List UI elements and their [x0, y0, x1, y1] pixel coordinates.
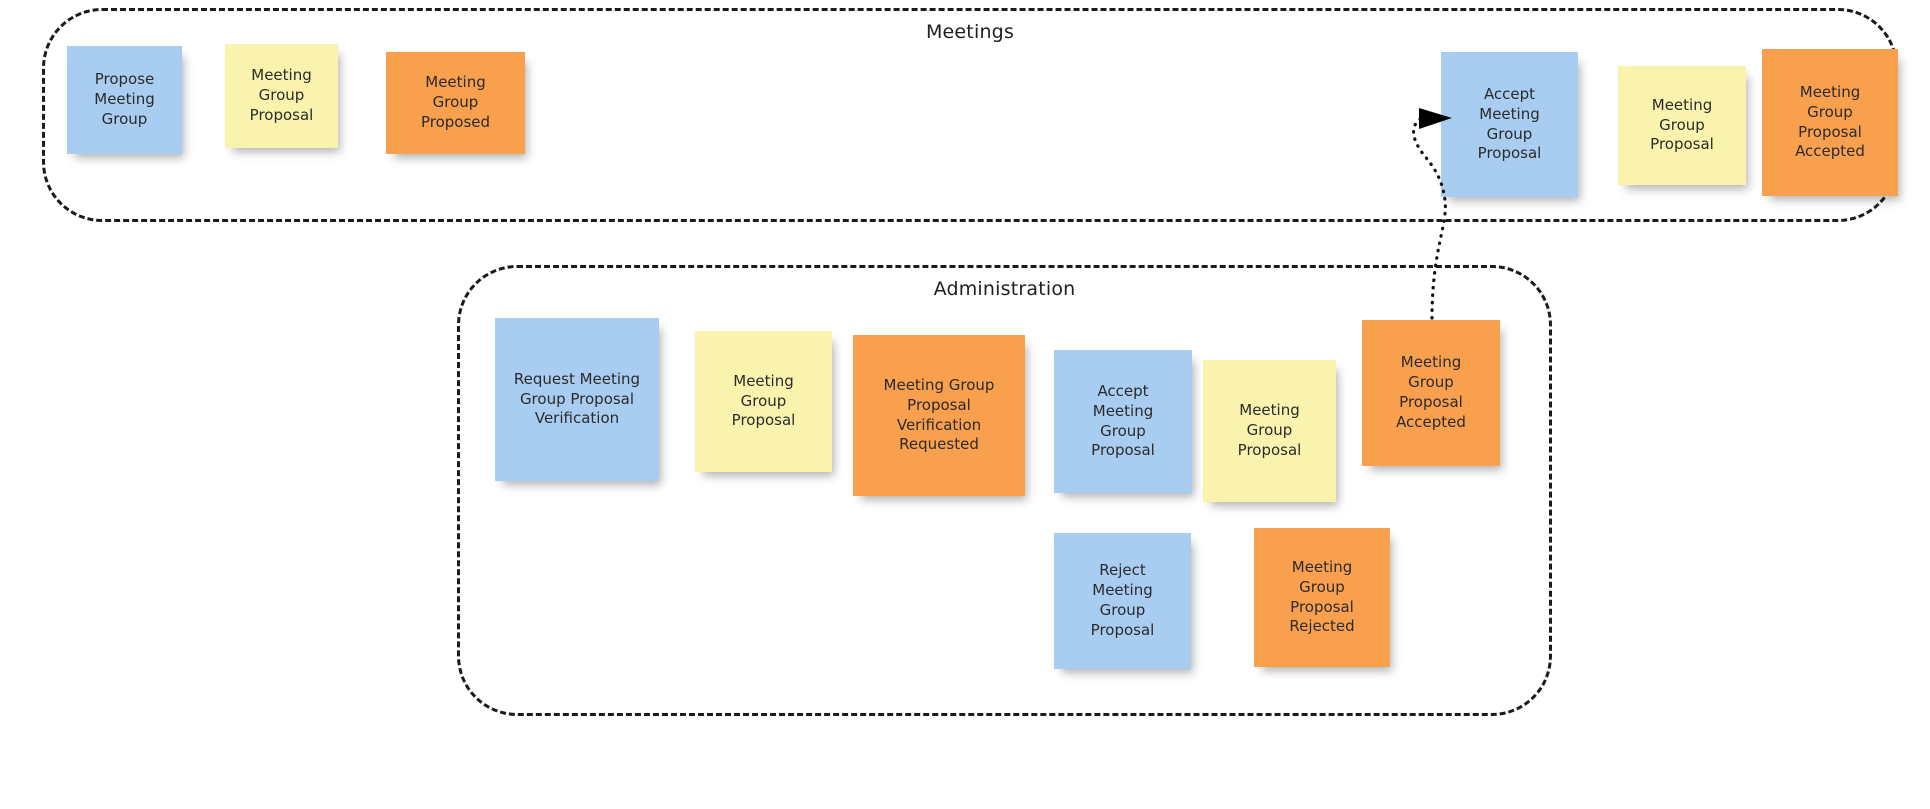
swimlane-meetings-title: Meetings — [925, 21, 1015, 43]
sticky-note-meeting-group-proposal-accepted-admin[interactable]: Meeting Group Proposal Accepted — [1362, 320, 1500, 466]
sticky-note-meeting-group-proposal-4[interactable]: Meeting Group Proposal — [1203, 360, 1336, 502]
sticky-note-meeting-group-proposal-2[interactable]: Meeting Group Proposal — [1618, 66, 1746, 185]
sticky-note-meeting-group-proposal-accepted[interactable]: Meeting Group Proposal Accepted — [1762, 49, 1898, 196]
sticky-note-text: Meeting Group Proposal — [731, 371, 796, 430]
sticky-note-text: Meeting Group Proposed — [420, 73, 491, 131]
sticky-note-text: Meeting Group Proposal — [1237, 401, 1302, 459]
sticky-note-text: Meeting Group Proposal Accepted — [1795, 82, 1865, 161]
sticky-note-text: Propose Meeting Group — [94, 70, 155, 128]
sticky-note-text: Meeting Group Proposal Verification Requ… — [883, 375, 995, 454]
sticky-note-text: Meeting Group Proposal Accepted — [1396, 353, 1466, 431]
sticky-note-text: Accept Meeting Group Proposal — [1091, 381, 1155, 460]
sticky-note-text: Reject Meeting Group Proposal — [1090, 561, 1155, 639]
sticky-note-request-meeting-group-proposal-verification[interactable]: Request Meeting Group Proposal Verificat… — [495, 318, 659, 481]
sticky-note-meeting-group-proposal-1[interactable]: Meeting Group Proposal — [225, 44, 338, 148]
sticky-note-meeting-group-proposal-rejected[interactable]: Meeting Group Proposal Rejected — [1254, 528, 1390, 667]
sticky-note-text: Meeting Group Proposal — [1650, 95, 1714, 154]
sticky-note-text: Meeting Group Proposal Rejected — [1289, 557, 1355, 636]
sticky-note-propose-meeting-group[interactable]: Propose Meeting Group — [67, 46, 182, 154]
swimlane-administration: Administration — [457, 265, 1552, 716]
swimlane-administration-title: Administration — [933, 278, 1076, 300]
sticky-note-accept-meeting-group-proposal-admin[interactable]: Accept Meeting Group Proposal — [1054, 350, 1192, 493]
sticky-note-meeting-group-proposal-3[interactable]: Meeting Group Proposal — [695, 331, 832, 472]
sticky-note-text: Request Meeting Group Proposal Verificat… — [513, 369, 641, 428]
sticky-note-meeting-group-proposed[interactable]: Meeting Group Proposed — [386, 52, 525, 154]
sticky-note-meeting-group-proposal-verification-requested[interactable]: Meeting Group Proposal Verification Requ… — [853, 335, 1025, 496]
sticky-note-reject-meeting-group-proposal[interactable]: Reject Meeting Group Proposal — [1054, 533, 1191, 669]
sticky-note-text: Accept Meeting Group Proposal — [1477, 84, 1542, 163]
sticky-note-accept-meeting-group-proposal[interactable]: Accept Meeting Group Proposal — [1441, 52, 1578, 197]
sticky-note-text: Meeting Group Proposal — [249, 66, 314, 124]
